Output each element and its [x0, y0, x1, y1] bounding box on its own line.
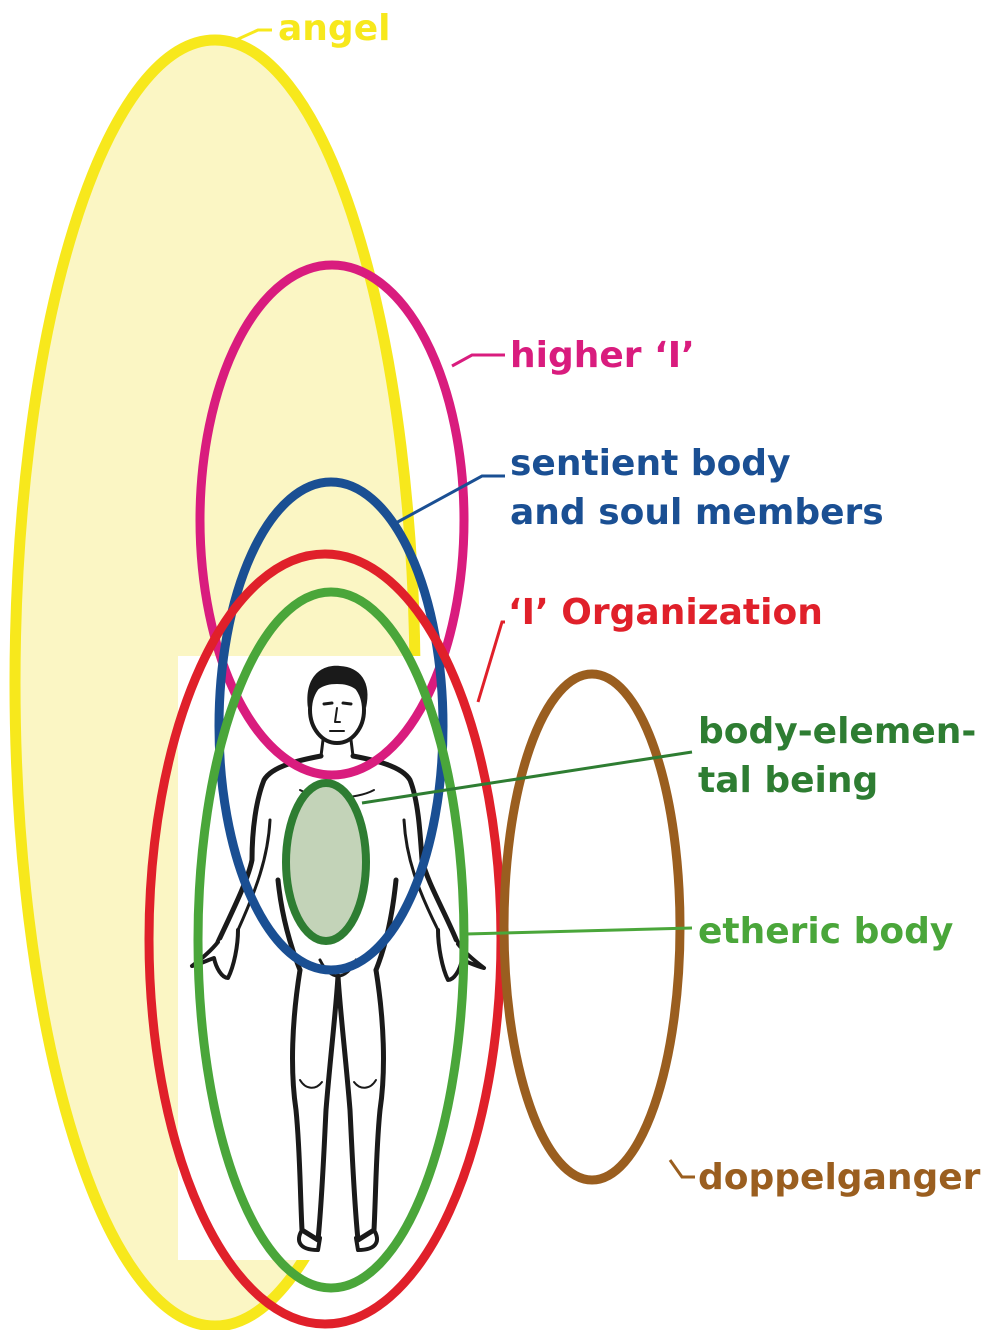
- doppelganger-ellipse: [504, 674, 680, 1180]
- i-organization-leader-line: [478, 622, 505, 702]
- body-elemental-label-line2: tal being: [698, 760, 878, 801]
- higher-i-label: higher ‘I’: [510, 335, 695, 376]
- sentient-label-line2: and soul members: [510, 492, 884, 533]
- doppelganger-label: doppelganger: [698, 1157, 981, 1198]
- body-elemental-label-line1: body-elemen-: [698, 711, 976, 752]
- i-organization-label: ‘I’ Organization: [508, 592, 823, 633]
- doppelganger-leader-line: [670, 1160, 695, 1177]
- body-elemental-ellipse: [286, 783, 366, 941]
- sentient-label-line1: sentient body: [510, 443, 791, 484]
- etheric-body-label: etheric body: [698, 911, 953, 952]
- higher-i-leader-line: [452, 355, 505, 366]
- angel-leader-line: [236, 30, 272, 40]
- angel-label: angel: [278, 8, 390, 49]
